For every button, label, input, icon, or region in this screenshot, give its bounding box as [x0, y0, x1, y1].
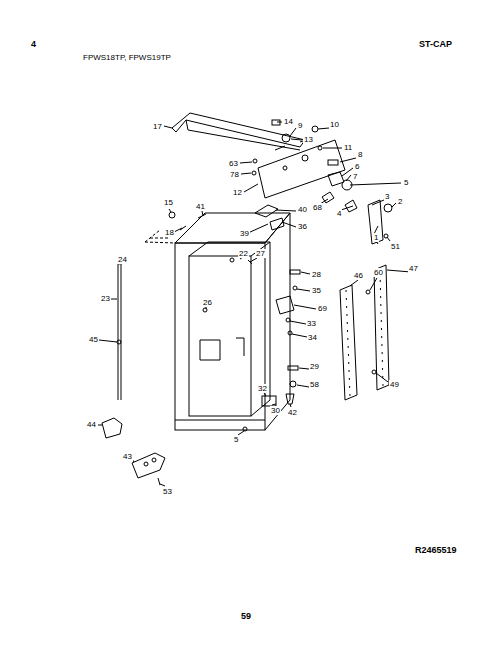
- callout-number: 30: [270, 406, 281, 415]
- callout-number: 42: [287, 408, 298, 417]
- callout-number: 69: [317, 304, 328, 313]
- callout-number: 40: [297, 205, 308, 214]
- callout-number: 28: [311, 270, 322, 279]
- callout-number: 6: [354, 162, 360, 171]
- callout-number: 33: [306, 319, 317, 328]
- callout-number: 49: [389, 380, 400, 389]
- callout-number: 7: [352, 172, 358, 181]
- callout-number: 10: [329, 120, 340, 129]
- callout-number: 14: [283, 117, 294, 126]
- callout-number: 35: [311, 286, 322, 295]
- callout-number: 63: [228, 159, 239, 168]
- callout-number: 8: [357, 150, 363, 159]
- callout-number: 3: [384, 192, 390, 201]
- callout-number: 17: [152, 122, 163, 131]
- callout-number: 53: [162, 487, 173, 496]
- callout-number: 15: [163, 198, 174, 207]
- header-text: 59: [240, 612, 252, 621]
- callout-number: 11: [343, 143, 353, 152]
- callout-number: 26: [202, 298, 213, 307]
- callout-number: 9: [297, 121, 303, 130]
- callout-number: 43: [122, 452, 133, 461]
- callout-number: 46: [353, 271, 364, 280]
- callout-number: 27: [255, 249, 266, 258]
- callout-number: 39: [239, 229, 250, 238]
- header-text: R2465519: [414, 546, 458, 555]
- callout-number: 32: [257, 384, 268, 393]
- callout-number: 29: [309, 362, 320, 371]
- callout-number: 4: [336, 209, 342, 218]
- callout-number: 5: [233, 435, 239, 444]
- callout-number: 23: [100, 294, 111, 303]
- header-text: ST-CAP: [418, 40, 453, 49]
- callout-number: 2: [397, 197, 403, 206]
- callout-number: 34: [307, 333, 318, 342]
- callout-number: 44: [86, 420, 97, 429]
- callout-number: 41: [195, 202, 206, 211]
- callout-number: 5: [403, 178, 409, 187]
- callout-number: 12: [232, 188, 243, 197]
- callout-number: 51: [390, 242, 401, 251]
- callout-number: 22: [238, 249, 249, 258]
- callout-number: 58: [309, 380, 320, 389]
- callout-number: 13: [303, 135, 314, 144]
- callout-number: 60: [373, 268, 384, 277]
- callout-number: 1: [373, 233, 379, 242]
- callout-number: 18: [164, 228, 175, 237]
- callout-number: 45: [88, 335, 99, 344]
- callout-number: 78: [229, 170, 240, 179]
- header-text: FPWS18TP, FPWS19TP: [82, 53, 172, 62]
- callout-number: 36: [297, 222, 308, 231]
- header-text: 4: [30, 40, 37, 49]
- callout-number: 68: [312, 203, 323, 212]
- callout-number: 24: [117, 255, 128, 264]
- callout-number: 47: [408, 264, 419, 273]
